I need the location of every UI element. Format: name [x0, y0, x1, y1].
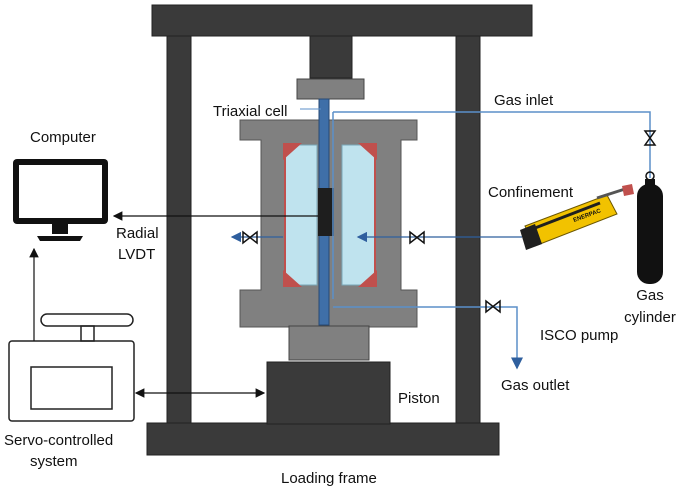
label-confinement: Confinement — [488, 184, 574, 201]
valve-icon — [643, 130, 657, 146]
label-gas-inlet: Gas inlet — [494, 92, 554, 109]
label-loading-frame: Loading frame — [281, 470, 377, 487]
label-system: system — [30, 453, 78, 470]
computer-monitor-icon — [13, 159, 108, 241]
label-cylinder: cylinder — [624, 309, 676, 326]
label-triaxial-cell: Triaxial cell — [213, 103, 288, 120]
fluid-chamber-left — [284, 144, 318, 286]
fluid-chamber-right — [341, 144, 376, 286]
piston — [266, 361, 391, 425]
gas-cylinder-icon — [637, 171, 663, 284]
valve-icon — [485, 299, 501, 314]
servo-system-icon — [8, 313, 135, 422]
label-gas-outlet: Gas outlet — [501, 377, 570, 394]
triaxial-cell — [239, 98, 418, 328]
upper-platen — [296, 78, 365, 100]
frame-left-column — [166, 35, 192, 425]
upper-ram — [309, 35, 353, 79]
frame-right-column — [455, 35, 481, 425]
lower-platen — [288, 325, 370, 361]
label-lvdt: LVDT — [118, 246, 156, 263]
hydraulic-pump-icon: ENERPAC — [520, 184, 634, 250]
label-gas: Gas — [636, 287, 664, 304]
label-isco-pump: ISCO pump — [540, 327, 619, 344]
gas-inlet-line — [333, 111, 651, 178]
loading-frame — [146, 4, 533, 456]
label-servo-controlled: Servo-controlled — [4, 432, 114, 449]
rock-sample — [318, 188, 334, 236]
label-computer: Computer — [30, 129, 96, 146]
valve-icon — [409, 230, 425, 245]
frame-base — [146, 422, 500, 456]
label-radial: Radial — [116, 225, 159, 242]
valve-icon — [242, 230, 258, 245]
label-piston: Piston — [398, 390, 440, 407]
gas-outlet-line — [333, 306, 523, 370]
frame-top-beam — [151, 4, 533, 37]
